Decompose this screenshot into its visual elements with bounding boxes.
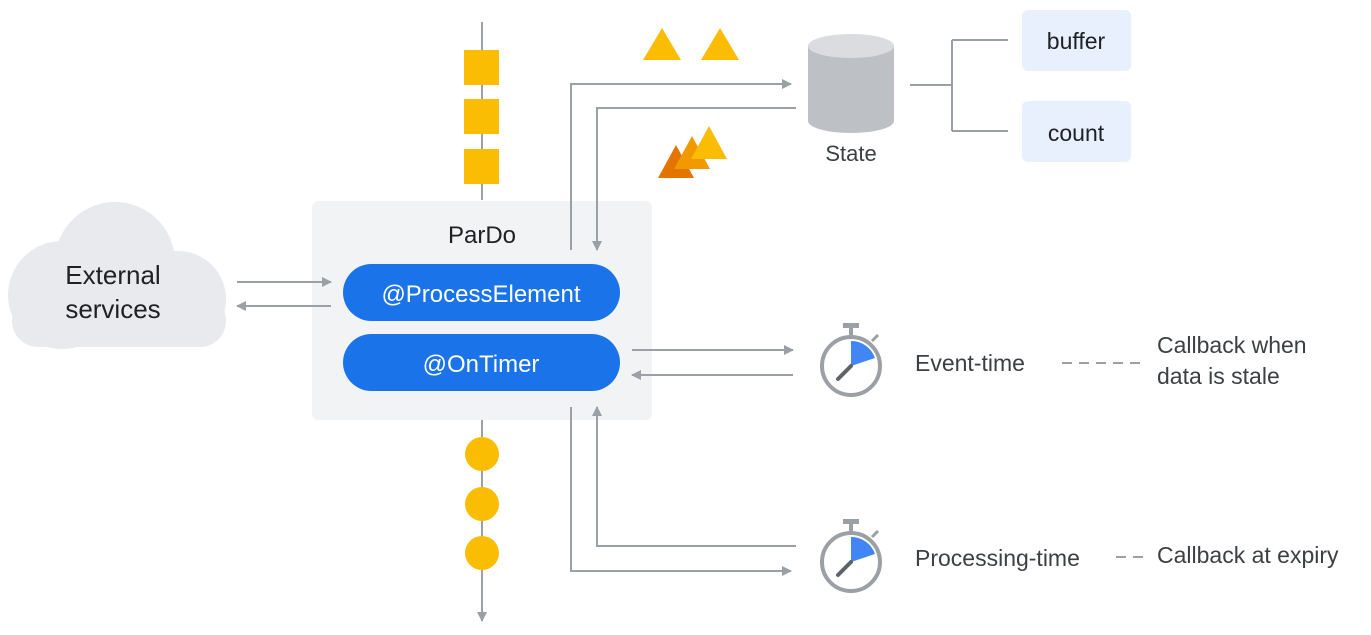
square-marker-icon [464, 149, 499, 184]
output-elements [465, 437, 499, 570]
state-item-label: buffer [1047, 28, 1106, 54]
state-label: State [825, 141, 876, 166]
pardo-title: ParDo [448, 222, 516, 249]
state-item-buffer: buffer [1022, 10, 1131, 71]
external-services: External services [8, 202, 226, 349]
on-timer-method[interactable]: @OnTimer [343, 334, 620, 391]
event-time-callback-line2: data is stale [1157, 363, 1280, 389]
triangle-marker-icon [691, 126, 727, 159]
processing-time-callback-line1: Callback at expiry [1157, 542, 1339, 568]
circle-marker-icon [465, 437, 499, 471]
stopwatch-icon [820, 519, 882, 593]
arrow-to-processing-timer [570, 407, 792, 576]
database-icon [808, 34, 894, 133]
cloud-icon [8, 202, 226, 349]
triangle-marker-icon [658, 145, 694, 178]
external-services-label-line2: services [65, 294, 160, 324]
arrow-from-state [592, 107, 796, 251]
circle-marker-icon [465, 536, 499, 570]
state-bracket [910, 39, 1008, 132]
event-time-callback-line1: Callback when [1157, 332, 1307, 358]
square-marker-icon [464, 99, 499, 134]
stopwatch-icon [820, 323, 882, 397]
input-elements [464, 50, 499, 184]
arrow-from-processing-timer [592, 406, 796, 547]
triangle-marker-icon [643, 28, 681, 60]
process-element-method[interactable]: @ProcessElement [343, 264, 620, 321]
arrow-to-state [570, 79, 792, 250]
state-write-elements [643, 28, 739, 60]
state-read-elements [658, 126, 727, 178]
circle-marker-icon [465, 487, 499, 521]
process-element-label: @ProcessElement [381, 281, 580, 308]
triangle-marker-icon [674, 136, 710, 169]
on-timer-label: @OnTimer [423, 351, 540, 378]
square-marker-icon [464, 50, 499, 85]
event-time-label: Event-time [915, 350, 1025, 376]
processing-time-label: Processing-time [915, 545, 1080, 571]
external-services-label-line1: External [65, 260, 160, 290]
state-item-count: count [1022, 101, 1131, 162]
triangle-marker-icon [701, 28, 739, 60]
state-item-label: count [1048, 120, 1105, 146]
